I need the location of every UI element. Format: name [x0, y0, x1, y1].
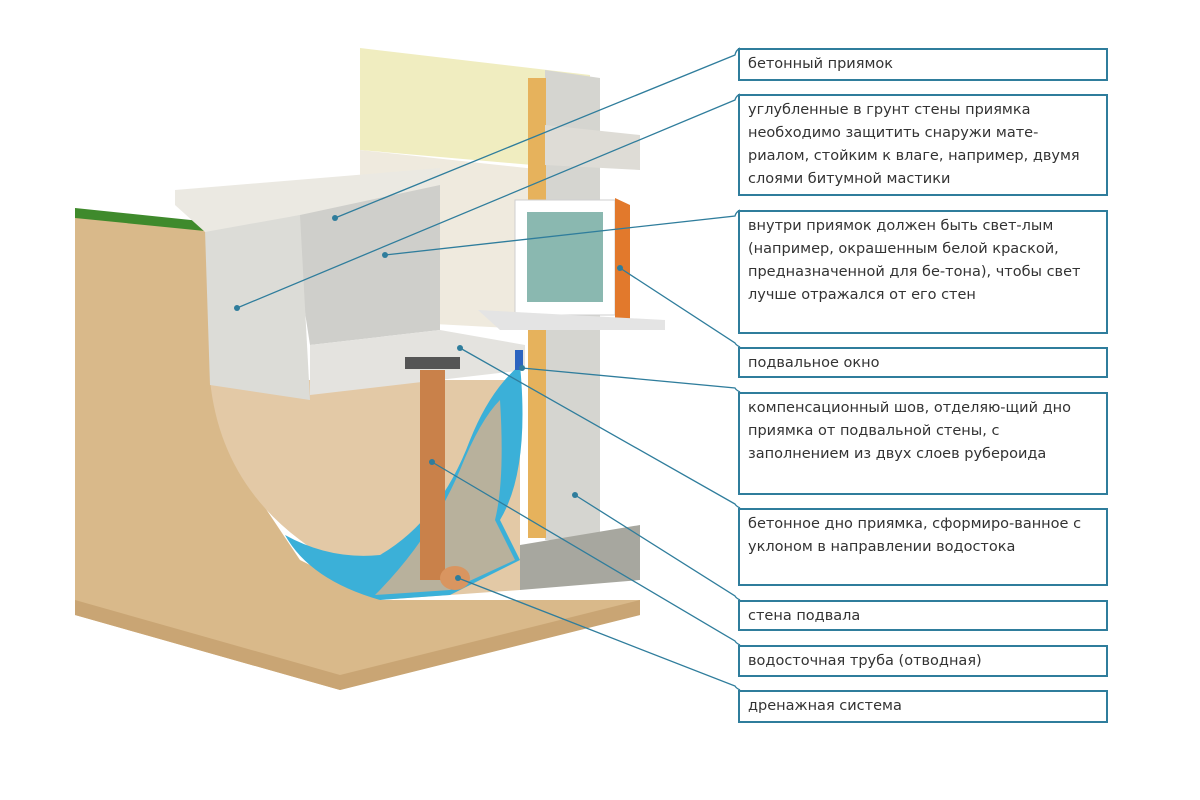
label-drain-pipe: водосточная труба (отводная) [738, 645, 1108, 677]
label-concrete-well: бетонный приямок [738, 48, 1108, 81]
label-expansion-joint: компенсационный шов, отделяю-щий дно при… [738, 392, 1108, 495]
label-concrete-floor: бетонное дно приямка, сформиро-ванное с … [738, 508, 1108, 586]
leader-dots [234, 215, 623, 581]
label-wall-protection: углубленные в грунт стены приямка необхо… [738, 94, 1108, 196]
downpipe [420, 370, 445, 580]
grass [75, 208, 215, 232]
label-basement-window: подвальное окно [738, 347, 1108, 378]
soil-block [75, 215, 640, 690]
window-reveal [615, 198, 630, 330]
well-back-wall [290, 175, 440, 345]
blue-joint [515, 350, 523, 370]
drain-grate [405, 357, 460, 369]
label-basement-wall: стена подвала [738, 600, 1108, 631]
soil-side [75, 600, 640, 690]
window-sill [478, 310, 665, 330]
foundation-footing [520, 525, 640, 590]
window-glass [527, 212, 603, 302]
gravel-fill [375, 400, 515, 595]
label-light-interior: внутри приямок должен быть свет-лым (нап… [738, 210, 1108, 334]
top-ledge [545, 125, 640, 170]
well-top-edge [175, 168, 440, 232]
label-drainage-system: дренажная система [738, 690, 1108, 723]
well-side-wall [205, 215, 310, 400]
